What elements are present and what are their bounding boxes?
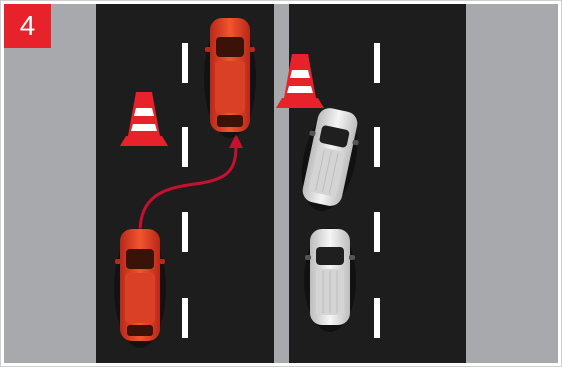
median-strip: [274, 4, 289, 363]
car-icon: [204, 18, 256, 138]
left-shoulder: [4, 4, 96, 363]
right-shoulder: [466, 4, 558, 363]
car-icon: [114, 228, 166, 348]
car-icon: [304, 228, 356, 332]
step-number-badge: 4: [4, 4, 51, 48]
